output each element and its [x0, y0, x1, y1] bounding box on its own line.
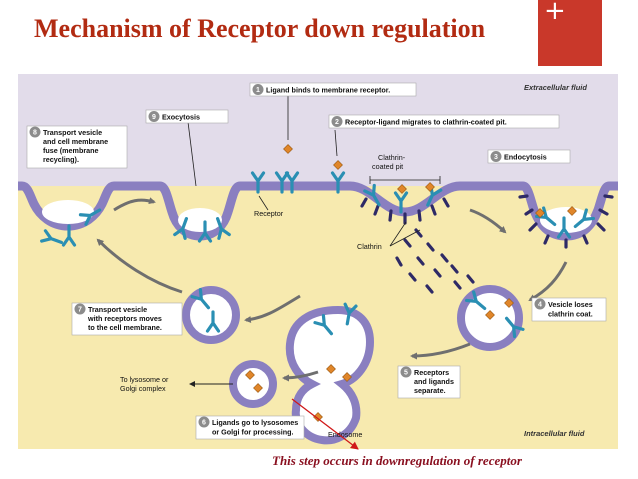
step-8-text-2: and cell membrane — [43, 137, 108, 146]
step-4-text-2: clathrin coat. — [548, 310, 593, 319]
step-3-number: 3 — [494, 154, 498, 161]
step-7-number: 7 — [78, 307, 82, 314]
plasma-membrane — [18, 181, 618, 241]
clathrin-label: Clathrin — [357, 242, 382, 251]
step-6-callout: 6 Ligands go to lysosomes or Golgi for p… — [195, 415, 305, 440]
step-2-text: Receptor-ligand migrates to clathrin-coa… — [345, 118, 507, 127]
step-3-text: Endocytosis — [504, 153, 547, 162]
clathrin-pit-label-2: coated pit — [372, 162, 403, 171]
step-6-number: 6 — [202, 420, 206, 427]
step-1-number: 1 — [256, 87, 260, 94]
step-7-text-1: Transport vesicle — [88, 305, 147, 314]
endosome-label: Endosome — [328, 430, 362, 439]
extracellular-label: Extracellular fluid — [524, 83, 587, 92]
step-8-text-1: Transport vesicle — [43, 128, 102, 137]
step-9-callout: 9 Exocytosis — [145, 109, 229, 124]
step-9-text: Exocytosis — [162, 113, 200, 122]
step-2-number: 2 — [335, 119, 339, 126]
receptor-label: Receptor — [254, 209, 284, 218]
fusing-vesicle-lumen — [42, 200, 94, 224]
step-9-number: 9 — [152, 114, 156, 121]
lysosome-label-2: Golgi complex — [120, 384, 166, 393]
step-1-callout: 1 Ligand binds to membrane receptor. — [249, 82, 417, 97]
step-5-number: 5 — [404, 370, 408, 377]
step-3-callout: 3 Endocytosis — [487, 149, 571, 164]
exocytosis-lumen — [178, 208, 222, 232]
step-8-number: 8 — [33, 130, 37, 137]
step-4-callout: 4 Vesicle loses clathrin coat. — [531, 297, 607, 322]
step-8-text-4: recycling). — [43, 155, 79, 164]
step-7-text-2: with receptors moves — [87, 314, 162, 323]
transport-vesicle — [182, 286, 240, 344]
step-7-callout: 7 Transport vesicle with receptors moves… — [71, 302, 183, 336]
clathrin-pit-label-1: Clathrin- — [378, 153, 406, 162]
step-5-text-1: Receptors — [414, 368, 449, 377]
annotation-caption: This step occurs in downregulation of re… — [272, 453, 523, 468]
step-6-text-1: Ligands go to lysosomes — [212, 418, 298, 427]
step-4-text-1: Vesicle loses — [548, 300, 593, 309]
step-5-text-3: separate. — [414, 386, 446, 395]
step-5-callout: 5 Receptors and ligands separate. — [397, 365, 461, 399]
step-2-callout: 2 Receptor-ligand migrates to clathrin-c… — [328, 114, 560, 129]
endocytic-vesicle-lumen — [540, 207, 592, 233]
step-8-text-3: fuse (membrane — [43, 146, 99, 155]
clathrin-coat-pit — [360, 197, 450, 225]
plus-icon: + — [544, 0, 566, 26]
annotation-arrow — [291, 398, 359, 450]
clathrin-coat-vesicle — [518, 194, 614, 249]
slide-title: Mechanism of Receptor down regulation — [34, 14, 486, 43]
leader-lines — [187, 96, 441, 247]
lysosome-label-1: To lysosome or — [120, 375, 169, 384]
endosome — [285, 305, 375, 445]
step-5-text-2: and ligands — [414, 377, 454, 386]
step-4-number: 4 — [538, 302, 542, 309]
step-6-text-2: or Golgi for processing. — [212, 428, 293, 437]
step-8-callout: 8 Transport vesicle and cell membrane fu… — [26, 125, 128, 169]
cycle-arrows — [96, 197, 568, 382]
step-1-text: Ligand binds to membrane receptor. — [266, 86, 390, 95]
intracellular-label: Intracellular fluid — [524, 429, 585, 438]
slide-accent-block: + — [538, 0, 602, 66]
step-7-text-3: to the cell membrane. — [88, 323, 162, 332]
ligand-vesicle — [229, 360, 277, 408]
released-clathrin — [395, 228, 475, 294]
